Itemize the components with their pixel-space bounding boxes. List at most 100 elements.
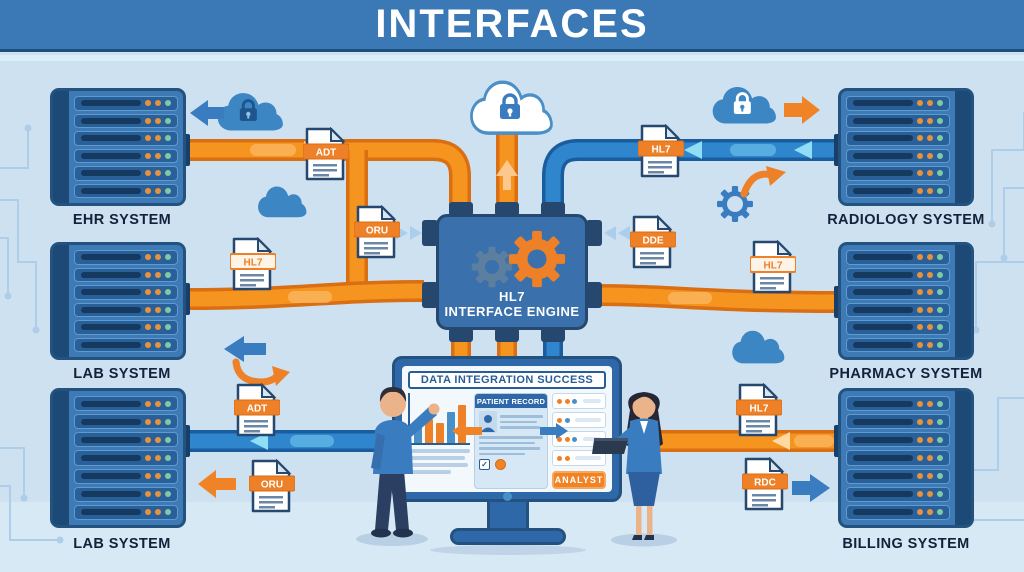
server-slot [74, 96, 178, 111]
record-row [552, 393, 606, 409]
server-slot [846, 450, 950, 466]
hl7-interface-engine: HL7 INTERFACE ENGINE [436, 214, 588, 330]
server-rack-ehr [50, 88, 186, 206]
engine-label-line1: HL7 [498, 288, 526, 304]
pipe-lab-to-engine [184, 280, 425, 310]
server-slot [846, 183, 950, 198]
gear-refresh-icon [717, 166, 786, 222]
cloud-decor-left [258, 186, 307, 218]
svg-text:ORU: ORU [366, 226, 388, 237]
cloud-lock-top-right [712, 87, 776, 124]
arrow-right-bottom-right [792, 474, 830, 502]
document-adt-bottom-left: ADT [233, 382, 281, 437]
server-slot [846, 504, 950, 520]
server-slot [846, 166, 950, 181]
server-slot [846, 113, 950, 128]
chart-bar [425, 419, 433, 443]
document-hl7-mid-left: HL7 [229, 236, 277, 291]
pipe-radiology-to-engine [542, 139, 840, 206]
server-slot [846, 302, 950, 317]
document-dde-right: DDE [629, 214, 677, 269]
rack-side-panel [53, 91, 69, 203]
monitor-stand-neck [487, 500, 529, 530]
cloud-decor-right [732, 330, 785, 364]
dashboard-monitor: DATA INTEGRATION SUCCESS PATIENT RECORD [392, 356, 622, 502]
patient-record-card: PATIENT RECORD [474, 393, 548, 489]
analyst-button[interactable]: ANALYST [552, 471, 606, 489]
server-slot [74, 320, 178, 335]
document-rdc-bottom-right: RDC [741, 456, 789, 511]
pipe-engine-to-pharmacy [587, 284, 841, 313]
server-slot [846, 337, 950, 352]
record-detail-lines [479, 436, 543, 455]
document-oru-bottom-left: ORU [248, 458, 296, 513]
server-slot [846, 396, 950, 412]
server-slot [846, 414, 950, 430]
server-slot [74, 131, 178, 146]
analyst-man-figure [356, 387, 440, 546]
server-slot [74, 183, 178, 198]
server-slot [846, 486, 950, 502]
server-slot [846, 320, 950, 335]
engine-gears-icon [471, 230, 566, 288]
server-slot [74, 450, 178, 466]
chart-bar [414, 427, 422, 443]
chart-panel [408, 393, 470, 489]
monitor-shadow [430, 545, 586, 555]
label-ehr-system: EHR SYSTEM [72, 212, 172, 228]
rack-side-panel [53, 391, 69, 525]
server-slot [846, 285, 950, 300]
server-slot [74, 486, 178, 502]
label-billing-system: BILLING SYSTEM [842, 536, 970, 552]
pipe-lab2-to-center [185, 430, 400, 452]
analyst-woman-figure [592, 392, 677, 547]
label-lab-system-2: LAB SYSTEM [73, 536, 171, 552]
patient-avatar-icon [479, 411, 497, 433]
monitor-stand-base [450, 528, 566, 545]
record-row [552, 412, 606, 428]
svg-text:RDC: RDC [754, 478, 776, 489]
label-lab-system-1: LAB SYSTEM [73, 366, 171, 382]
document-hl7-bottom-right: HL7 [735, 382, 783, 437]
svg-text:HL7: HL7 [750, 404, 769, 415]
server-slot [74, 267, 178, 282]
svg-text:HL7: HL7 [652, 145, 671, 156]
chart-text-lines [408, 449, 470, 474]
patient-info-lines [500, 411, 543, 433]
verified-checkbox[interactable]: ✓ [479, 459, 490, 470]
banner-underline [0, 55, 1024, 61]
server-rack-radiology [838, 88, 974, 206]
status-badge [495, 459, 506, 470]
cloud-lock-top-left [217, 93, 283, 131]
rack-side-panel [955, 91, 971, 203]
server-slot [74, 337, 178, 352]
document-hl7-mid-right: HL7 [749, 239, 797, 294]
server-slot [74, 166, 178, 181]
server-slot [846, 96, 950, 111]
svg-text:ADT: ADT [316, 148, 337, 159]
server-slot [74, 396, 178, 412]
document-adt-top-left: ADT [302, 126, 350, 181]
svg-text:HL7: HL7 [244, 258, 263, 269]
server-slot [74, 504, 178, 520]
server-slot [846, 267, 950, 282]
server-slot [74, 468, 178, 484]
chart-bar [447, 412, 455, 443]
arrow-right-top-right [784, 96, 820, 124]
engine-label-line2: INTERFACE ENGINE [444, 304, 580, 320]
server-rack-lab2 [50, 388, 186, 528]
record-list-panel: ANALYST [552, 393, 606, 489]
rack-side-panel [53, 245, 69, 357]
arrow-left-to-card [452, 422, 482, 440]
rack-side-panel [955, 245, 971, 357]
title-banner: INTERFACES [0, 0, 1024, 52]
document-hl7-top-right: HL7 [637, 123, 685, 178]
label-radiology-system: RADIOLOGY SYSTEM [827, 212, 985, 228]
svg-text:HL7: HL7 [764, 261, 783, 272]
server-slot [74, 113, 178, 128]
server-slot [74, 414, 178, 430]
server-rack-pharmacy [838, 242, 974, 360]
server-slot [74, 432, 178, 448]
engine-connectors [422, 202, 602, 342]
